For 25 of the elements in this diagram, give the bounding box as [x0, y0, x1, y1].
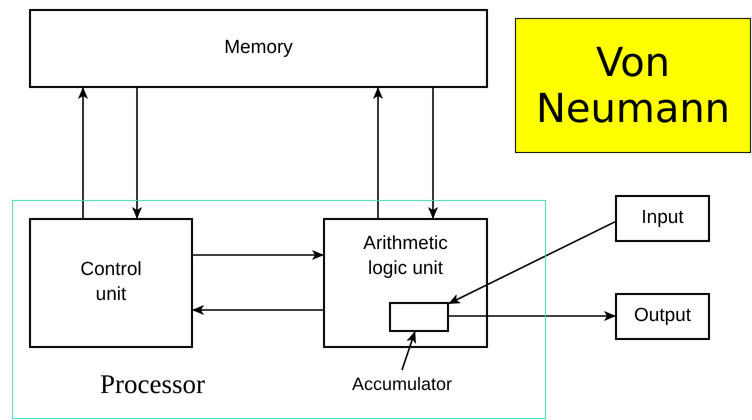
node-text: Memory [224, 36, 293, 60]
process-box [323, 218, 488, 348]
io-box [615, 293, 710, 340]
io-box [615, 195, 710, 242]
arrow [78, 87, 88, 218]
memory-box [29, 9, 488, 88]
process-box [29, 218, 193, 348]
leader-line [401, 331, 416, 370]
title-box [515, 18, 751, 153]
node-text: Von Neumann [534, 40, 732, 132]
processor-frame [12, 200, 546, 419]
node-text: Input [641, 206, 684, 230]
node-text: Control unit [79, 258, 143, 307]
node-text: Output [634, 304, 692, 328]
arrow [428, 88, 438, 219]
arrow [193, 250, 324, 260]
register-box [389, 302, 449, 332]
arrow [373, 87, 383, 218]
leader-line [448, 221, 616, 304]
node-text: Processor [100, 368, 205, 400]
node-text: Accumulator [352, 372, 452, 396]
node-text: Arithmetic logic unit [362, 232, 449, 281]
arrow [449, 311, 616, 321]
arrow [132, 88, 142, 219]
arrow [192, 305, 323, 315]
